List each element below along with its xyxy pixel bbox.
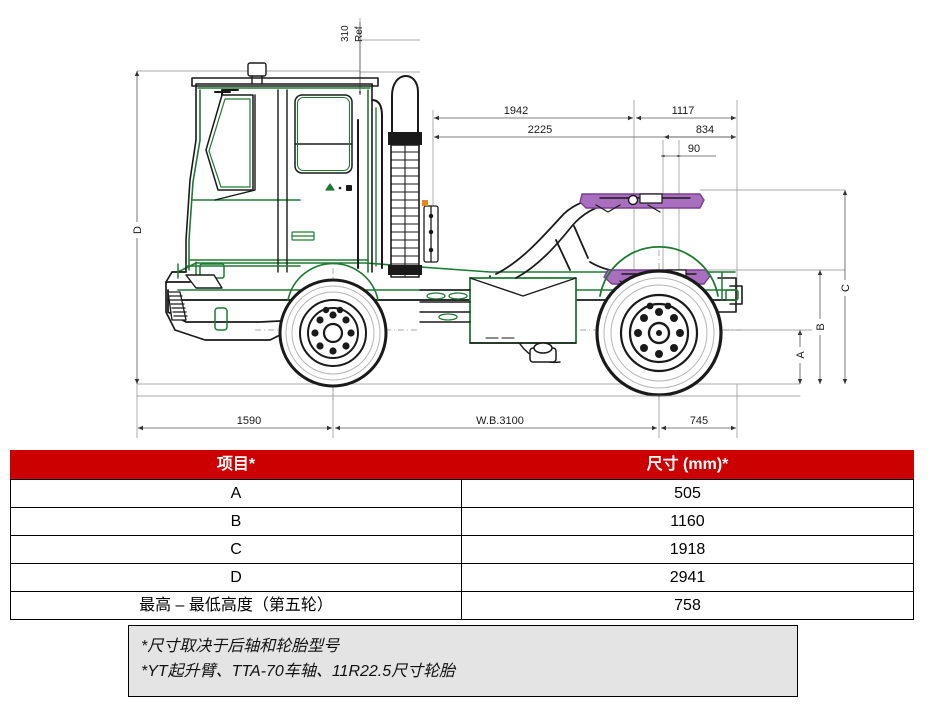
footnote-box: *尺寸取决于后轴和轮胎型号 *YT起升臂、TTA-70车轴、11R22.5尺寸轮… — [128, 625, 798, 697]
specification-table: 项目* 尺寸 (mm)* A 505 B 1160 C 1918 D 2941 — [10, 450, 914, 620]
header-item: 项目* — [10, 450, 462, 480]
table-row: B 1160 — [10, 507, 914, 536]
table-row: C 1918 — [10, 535, 914, 564]
dim-834-label: 834 — [696, 124, 714, 136]
row-item-value: 505 — [461, 479, 914, 508]
front-wheel — [278, 262, 388, 388]
dim-A: A — [792, 330, 809, 384]
row-item-label: C — [10, 535, 462, 564]
row-item-value: 2941 — [461, 563, 914, 592]
footnote-line-2: *YT起升臂、TTA-70车轴、11R22.5尺寸轮胎 — [141, 662, 456, 680]
dim-310-note: Ref — [354, 26, 365, 42]
lift-boom — [495, 197, 629, 279]
exhaust-stack — [388, 75, 422, 278]
dim-wheelbase-label: W.B.3100 — [476, 415, 524, 427]
cab-badge-icon — [325, 183, 352, 191]
row-item-label: B — [10, 507, 462, 536]
row-item-label: A — [10, 479, 462, 508]
dim-B-label: B — [815, 323, 827, 330]
mirror-arm — [214, 89, 239, 96]
dim-A-label: A — [795, 351, 807, 359]
extension-lines — [136, 18, 845, 438]
indicator-marker — [422, 200, 428, 206]
row-item-value: 1160 — [461, 507, 914, 536]
technical-drawing: 310 Ref 1942 1117 2225 834 90 D — [129, 18, 854, 438]
rear-wheel — [595, 246, 723, 397]
tractor-illustration — [136, 62, 801, 397]
dim-C-label: C — [840, 284, 852, 292]
table-row: A 505 — [10, 479, 914, 508]
table-row: D 2941 — [10, 563, 914, 592]
row-item-label: D — [10, 563, 462, 592]
row-item-label: 最高 – 最低高度（第五轮） — [10, 591, 462, 620]
door-handle-icon — [291, 231, 315, 241]
table-row: 最高 – 最低高度（第五轮） 758 — [10, 591, 914, 620]
front-grille-icon — [167, 291, 188, 321]
beacon-light-icon — [247, 62, 267, 85]
dim-745-label: 745 — [690, 415, 708, 427]
fifth-wheel-upper — [579, 193, 705, 213]
row-item-value: 758 — [461, 591, 914, 620]
dim-90-label: 90 — [688, 143, 700, 155]
footnote-line-1: *尺寸取决于后轴和轮胎型号 — [141, 638, 340, 655]
table-header-row: 项目* 尺寸 (mm)* — [10, 450, 914, 480]
row-item-value: 1918 — [461, 535, 914, 564]
dim-1590-label: 1590 — [237, 415, 261, 427]
dim-D-label: D — [132, 226, 144, 234]
dim-310-value: 310 — [340, 25, 351, 42]
dim-310-ref: 310 Ref — [340, 22, 365, 95]
dim-1117-label: 1117 — [672, 105, 695, 117]
dim-1942-label: 1942 — [504, 105, 528, 117]
dim-C: C — [837, 190, 854, 384]
dim-D: D — [129, 71, 146, 384]
dim-2225-label: 2225 — [528, 124, 552, 136]
fuel-tank — [469, 277, 577, 344]
header-dimension: 尺寸 (mm)* — [461, 450, 914, 480]
dim-B: B — [812, 270, 829, 384]
